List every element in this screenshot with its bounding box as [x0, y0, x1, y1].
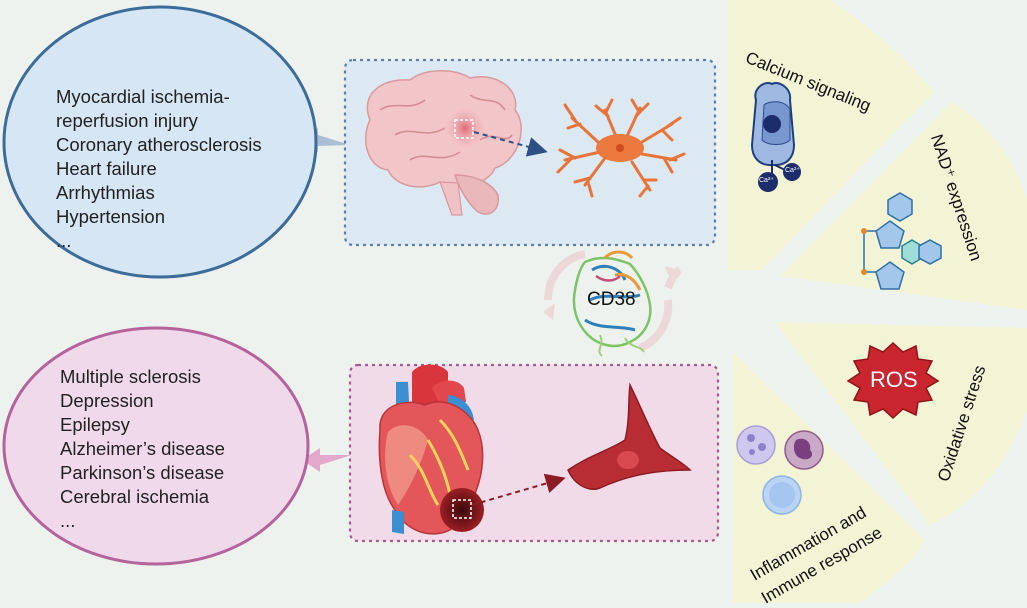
cardiovascular-disease-list: Myocardial ischemia- reperfusion injury …	[56, 85, 262, 253]
heart-to-cell-arrow	[471, 473, 566, 506]
list-item: Arrhythmias	[56, 182, 155, 203]
cd38-protein	[543, 250, 683, 357]
list-item: Cerebral ischemia	[60, 486, 210, 507]
immune-cells-illustration	[736, 425, 824, 515]
heart-illustration	[378, 364, 484, 535]
list-item: Epilepsy	[60, 414, 130, 435]
ros-label: ROS	[870, 367, 918, 392]
calcium-cell-illustration	[750, 82, 801, 192]
list-item: Myocardial ischemia-	[56, 86, 230, 107]
astrocyte-illustration	[556, 98, 686, 198]
sector-oxidative	[775, 322, 1027, 525]
arrow-to-bottom-ellipse	[302, 448, 352, 472]
list-item: Multiple sclerosis	[60, 366, 201, 387]
brain-to-neuron-arrow	[473, 131, 548, 157]
ros-burst-icon	[846, 341, 940, 420]
list-item: ...	[56, 230, 72, 251]
list-item: Hypertension	[56, 206, 166, 227]
list-item: Heart failure	[56, 158, 157, 179]
list-item: Depression	[60, 390, 154, 411]
neurological-disease-list: Multiple sclerosis Depression Epilepsy A…	[60, 365, 225, 533]
top-ellipse	[2, 5, 318, 279]
list-item: ...	[60, 510, 76, 531]
calcium-ion-label: Ca²⁺	[759, 177, 774, 184]
bottom-ellipse	[2, 326, 310, 566]
list-item: Coronary atherosclerosis	[56, 134, 262, 155]
sector-calcium	[728, 0, 934, 270]
brain-illustration	[365, 70, 522, 216]
sector-inflammation	[733, 352, 925, 603]
list-item: reperfusion injury	[56, 110, 198, 131]
cd38-label: CD38	[587, 289, 636, 310]
calcium-ion-label: Ca²⁺	[785, 167, 800, 174]
nad-molecule-illustration	[861, 192, 942, 290]
cardiomyocyte-illustration	[567, 382, 692, 490]
list-item: Alzheimer’s disease	[60, 438, 225, 459]
list-item: Parkinson’s disease	[60, 462, 225, 483]
